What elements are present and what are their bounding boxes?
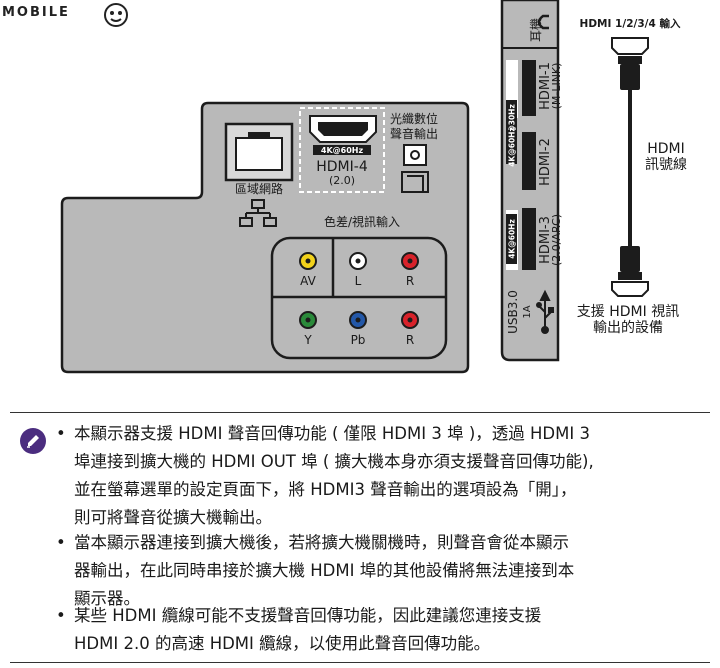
audio-r-jack-icon bbox=[401, 252, 419, 270]
cable-title: HDMI 1/2/3/4 輸入 bbox=[580, 17, 681, 30]
hdmi1-badge: 4K@30Hz bbox=[508, 104, 517, 144]
port-label-r: R bbox=[406, 274, 414, 288]
note-item: • 本顯示器支援 HDMI 聲音回傳功能 ( 僅限 HDMI 3 埠 )，透過 … bbox=[56, 420, 706, 532]
note-item: • 當本顯示器連接到擴大機後，若將擴大機關機時，則聲音會從本顯示 器輸出，在此同… bbox=[56, 529, 706, 613]
hdmi2-badge: 4K@60Hz bbox=[508, 127, 517, 167]
note-line: HDMI 2.0 的高速 HDMI 纜線，以使用此聲音回傳功能。 bbox=[74, 634, 491, 653]
usb-sub: 1A bbox=[522, 305, 533, 318]
av-group-label: 色差/視訊輸入 bbox=[324, 214, 400, 229]
port-label-y: Y bbox=[303, 333, 312, 347]
hdmi4-label: HDMI-4 bbox=[316, 159, 368, 175]
component-pr-jack-icon bbox=[401, 311, 419, 329]
note-line: 則可將聲音從擴大機輸出。 bbox=[74, 508, 272, 527]
optical-label-1: 光纖數位 bbox=[390, 111, 438, 126]
note-line: 並在螢幕選單的設定頁面下，將 HDMI3 聲音輸出的選項設為「開」， bbox=[74, 480, 577, 499]
cable-label-1: HDMI bbox=[647, 141, 685, 157]
optical-label-2: 聲音輸出 bbox=[390, 126, 438, 141]
connector-diagram: 區域網路 4K@60Hz HDMI-4 (2.0) 光纖數位 聲音輸出 色差/視… bbox=[60, 0, 687, 374]
hdmi4-highlight bbox=[299, 107, 385, 193]
hdmi2-port-icon bbox=[522, 132, 536, 190]
note-line: 某些 HDMI 纜線可能不支援聲音回傳功能，因此建議您連接支援 bbox=[74, 606, 542, 625]
network-icon bbox=[239, 199, 277, 227]
hdmi3-port-icon bbox=[522, 208, 536, 270]
note-line: 器輸出，在此同時串接於擴大機 HDMI 埠的其他設備將無法連接到本 bbox=[74, 561, 575, 580]
hdmi-cable-icon bbox=[611, 37, 649, 297]
note-bullet: • bbox=[56, 533, 66, 552]
headphone-icon bbox=[537, 14, 549, 30]
component-pb-jack-icon bbox=[349, 311, 367, 329]
hdmi3-badge: 4K@60Hz bbox=[508, 219, 517, 259]
note-line: 顯示器。 bbox=[74, 589, 140, 608]
hdmi2-label: HDMI-2 bbox=[538, 138, 553, 186]
note-bullet: • bbox=[56, 606, 66, 625]
logo-mascot-icon bbox=[104, 3, 128, 27]
hdmi4-badge: 4K@60Hz bbox=[321, 146, 364, 155]
lan-port-icon bbox=[224, 122, 294, 182]
note-line: 當本顯示器連接到擴大機後，若將擴大機關機時，則聲音會從本顯示 bbox=[74, 533, 569, 552]
audio-l-jack-icon bbox=[349, 252, 367, 270]
device-label-1: 支援 HDMI 視訊 bbox=[577, 304, 679, 320]
component-y-jack-icon bbox=[299, 311, 317, 329]
usb-label: USB3.0 bbox=[506, 290, 520, 334]
port-label-l: L bbox=[355, 274, 362, 288]
hdmi4-badge-bg bbox=[313, 145, 371, 155]
hdmi1-port-icon bbox=[522, 60, 536, 116]
note-bullet: • bbox=[56, 424, 66, 443]
note-line: 埠連接到擴大機的 HDMI OUT 埠 ( 擴大機本身亦須支援聲音回傳功能), bbox=[74, 452, 594, 471]
note-line: 本顯示器支援 HDMI 聲音回傳功能 ( 僅限 HDMI 3 埠 )，透過 HD… bbox=[74, 424, 590, 443]
device-label-2: 輸出的設備 bbox=[593, 320, 663, 336]
mobile01-logo: MOBILE bbox=[2, 2, 132, 28]
usb-icon bbox=[536, 289, 554, 334]
av-jack-icon bbox=[299, 252, 317, 270]
lan-label: 區域網路 bbox=[235, 181, 283, 196]
hdmi4-version: (2.0) bbox=[329, 174, 355, 187]
hdmi3-sub: (2.0/ARC) bbox=[550, 214, 563, 266]
cable-label-2: 訊號線 bbox=[645, 157, 687, 173]
port-label-pb: Pb bbox=[351, 333, 366, 347]
note-pen-icon bbox=[20, 428, 46, 454]
optical-port-icon bbox=[401, 144, 429, 193]
note-text: 本顯示器支援 HDMI 聲音回傳功能 ( 僅限 HDMI 3 埠 )，透過 HD… bbox=[74, 420, 704, 532]
note-item: • 某些 HDMI 纜線可能不支援聲音回傳功能，因此建議您連接支援 HDMI 2… bbox=[56, 602, 706, 658]
logo-text: MOBILE bbox=[2, 5, 70, 20]
port-label-av: AV bbox=[300, 274, 316, 288]
notes-bottom-rule bbox=[10, 662, 710, 663]
hdmi3-label: HDMI-3 bbox=[538, 216, 553, 264]
hdmi4-port-icon bbox=[309, 115, 377, 143]
port-label-pr: R bbox=[406, 333, 414, 347]
notes-top-rule bbox=[10, 412, 710, 413]
note-text: 當本顯示器連接到擴大機後，若將擴大機關機時，則聲音會從本顯示 器輸出，在此同時串… bbox=[74, 529, 704, 613]
hdmi1-sub: (M-LINK) bbox=[550, 63, 563, 110]
hdmi1-label: HDMI-1 bbox=[538, 62, 553, 110]
note-text: 某些 HDMI 纜線可能不支援聲音回傳功能，因此建議您連接支援 HDMI 2.0… bbox=[74, 602, 704, 658]
headphone-label: 耳機 bbox=[528, 18, 543, 42]
